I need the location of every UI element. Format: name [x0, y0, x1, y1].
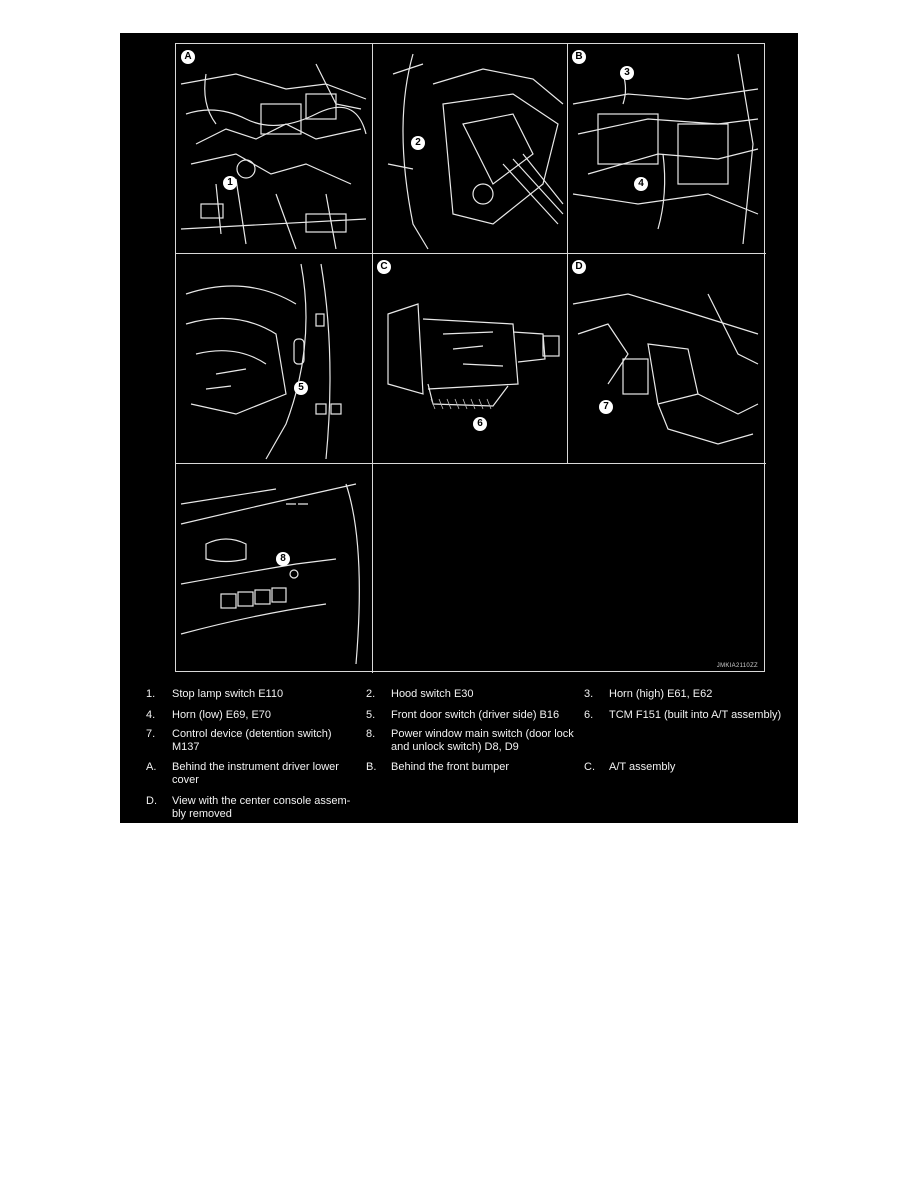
legend-number: 3.: [584, 688, 594, 700]
panel-door-switch: 5: [176, 254, 371, 463]
callout-number: 2: [411, 136, 425, 150]
callout-number: 5: [294, 381, 308, 395]
legend-text: TCM F151 (built into A/T assembly): [609, 709, 782, 721]
legend-number: 1.: [146, 688, 156, 700]
panel-a-stop-lamp-switch: A 1: [176, 44, 371, 253]
illustration-grid: A 1 2: [175, 43, 766, 673]
front-bumper-illustration: [572, 53, 759, 245]
callout-number: 4: [634, 177, 648, 191]
component-location-figure: A 1 2: [120, 33, 798, 823]
legend-number: 7.: [146, 728, 156, 740]
legend-text: A/T assembly: [609, 761, 676, 773]
legend-text: Control device (detention switch) M137: [172, 728, 332, 753]
legend-text: Hood switch E30: [391, 688, 474, 700]
callout-number: 1: [223, 176, 237, 190]
legend-text: Stop lamp switch E110: [172, 688, 284, 700]
callout-number: 7: [599, 400, 613, 414]
legend-number: 5.: [366, 709, 376, 721]
legend-number: 8.: [366, 728, 376, 740]
drawing-code: JMKIA2110ZZ: [716, 663, 758, 669]
legend-number: 6.: [584, 709, 594, 721]
legend-text: Horn (low) E69, E70: [172, 709, 272, 721]
legend-number: B.: [366, 761, 377, 773]
legend-number: D.: [146, 795, 157, 807]
legend-number: A.: [146, 761, 157, 773]
panel-letter: A: [181, 50, 195, 64]
panel-power-window-switch: 8: [176, 464, 371, 673]
panel-hood-switch: 2: [373, 44, 568, 253]
engine-bay-illustration: [387, 53, 564, 250]
panel-c-at-assembly: C 6: [373, 254, 568, 463]
legend-text: View with the center console assem-bly r…: [172, 795, 351, 820]
panel-letter: D: [572, 260, 586, 274]
legend-number: 4.: [146, 709, 156, 721]
panel-letter: B: [572, 50, 586, 64]
door-trim-illustration: [180, 483, 360, 665]
callout-number: 3: [620, 66, 634, 80]
callout-number: 6: [473, 417, 487, 431]
grid-divider: [567, 44, 568, 464]
legend-number: 2.: [366, 688, 376, 700]
legend-text: Behind the instrument driver lower cover: [172, 761, 339, 786]
grid-divider: [176, 253, 766, 254]
grid-divider: [372, 44, 373, 673]
panel-letter: C: [377, 260, 391, 274]
legend-number: C.: [584, 761, 595, 773]
callout-number: 8: [276, 552, 290, 566]
panel-b-horns: B 3 4: [568, 44, 763, 253]
legend-text: Power window main switch (door lock and …: [391, 728, 574, 753]
grid-divider: [176, 463, 766, 464]
legend-text: Horn (high) E61, E62: [609, 688, 713, 700]
legend-text: Behind the front bumper: [391, 761, 510, 773]
panel-d-control-device: D 7: [568, 254, 763, 463]
legend-text: Front door switch (driver side) B16: [391, 709, 560, 721]
transmission-illustration: [387, 303, 560, 410]
center-console-illustration: [572, 293, 759, 445]
door-opening-illustration: [185, 263, 342, 460]
under-dash-illustration: [180, 63, 367, 250]
